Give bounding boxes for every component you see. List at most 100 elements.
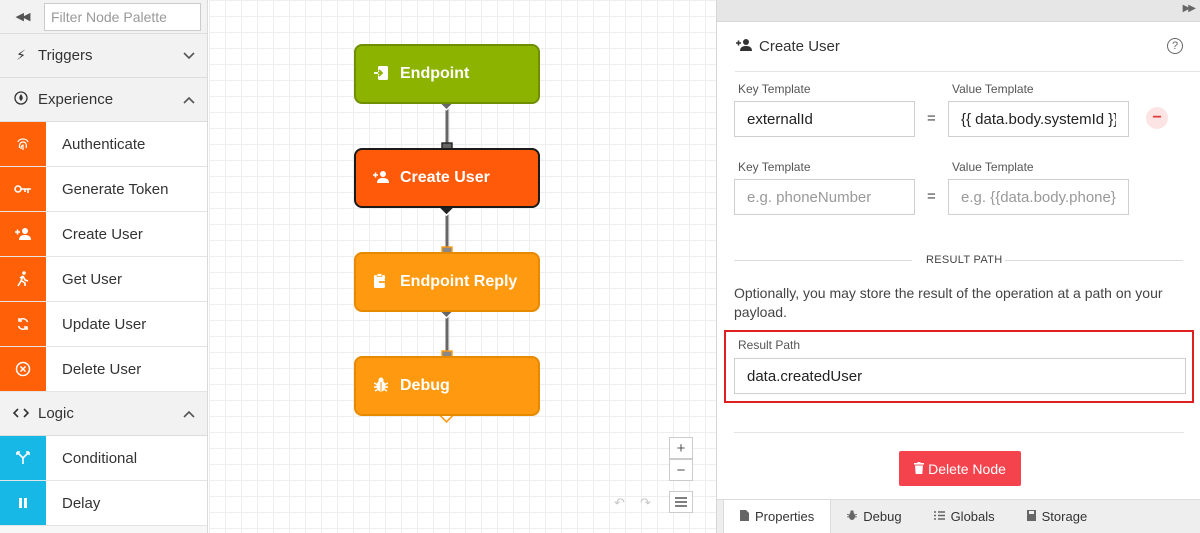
- chevron-down-icon: [183, 50, 195, 62]
- palette-item-get-user[interactable]: Get User: [0, 257, 207, 302]
- node-label: Endpoint Reply: [400, 273, 518, 290]
- equals-sign: =: [927, 110, 936, 127]
- file-icon: [740, 509, 749, 524]
- palette-item-label: Conditional: [62, 449, 138, 467]
- reply-icon: [370, 272, 392, 292]
- list-icon: [933, 510, 945, 523]
- hamburger-icon: [675, 494, 687, 511]
- user-plus-icon: [0, 212, 46, 256]
- redo-icon[interactable]: ↷: [640, 495, 651, 510]
- palette-item-authenticate[interactable]: Authenticate: [0, 122, 207, 167]
- pause-icon: [0, 481, 46, 525]
- bug-icon: [847, 509, 858, 524]
- code-icon: [12, 406, 30, 422]
- palette-item-label: Create User: [62, 225, 143, 243]
- palette-item-update-user[interactable]: Update User: [0, 302, 207, 347]
- palette-item-delay[interactable]: Delay: [0, 481, 207, 526]
- tab-label: Debug: [863, 509, 902, 524]
- node-label: Debug: [400, 377, 450, 394]
- palette-item-create-user[interactable]: Create User: [0, 212, 207, 257]
- user-plus-icon: [735, 38, 753, 55]
- node-create-user[interactable]: Create User: [354, 148, 540, 208]
- delete-node-button[interactable]: Delete Node: [899, 451, 1021, 486]
- node-debug[interactable]: Debug: [354, 356, 540, 416]
- tab-globals[interactable]: Globals: [918, 500, 1011, 533]
- result-path-description: Optionally, you may store the result of …: [734, 285, 1163, 320]
- tab-label: Globals: [950, 509, 995, 524]
- chevron-up-icon: [183, 94, 195, 106]
- palette-item-label: Delay: [62, 494, 101, 512]
- trash-icon: [914, 461, 925, 477]
- key-template-input[interactable]: [734, 179, 915, 215]
- properties-panel: ▶▶ Create User ? Key Template Value Temp…: [716, 0, 1200, 533]
- tab-storage[interactable]: Storage: [1011, 500, 1104, 533]
- walking-user-icon: [0, 257, 46, 301]
- remove-row-button[interactable]: −: [1146, 107, 1168, 129]
- palette-item-generate-token[interactable]: Generate Token: [0, 167, 207, 212]
- filter-node-palette-input[interactable]: [44, 2, 201, 31]
- workflow-canvas[interactable]: Endpoint Create User Endpoint Reply Debu…: [209, 0, 716, 533]
- tab-debug[interactable]: Debug: [831, 500, 917, 533]
- tab-label: Storage: [1041, 509, 1088, 524]
- drop-icon: [12, 91, 30, 108]
- value-template-input[interactable]: [948, 101, 1129, 137]
- value-template-input[interactable]: [948, 179, 1129, 215]
- category-logic[interactable]: Logic: [0, 392, 207, 436]
- zoom-out-button[interactable]: −: [669, 459, 693, 481]
- divider: [734, 432, 1184, 433]
- panel-tabs: Properties Debug Globals Storage: [717, 499, 1200, 533]
- refresh-icon: [0, 302, 46, 346]
- collapse-palette-icon[interactable]: ◀◀: [15, 11, 31, 23]
- minus-icon: −: [1152, 109, 1162, 126]
- split-icon: [0, 436, 46, 480]
- storage-icon: [1026, 509, 1036, 524]
- key-template-label: Key Template: [738, 160, 811, 174]
- bug-icon: [370, 377, 392, 396]
- palette-item-label: Delete User: [62, 360, 142, 378]
- undo-icon[interactable]: ↶: [614, 495, 625, 510]
- node-endpoint[interactable]: Endpoint: [354, 44, 540, 104]
- category-label: Triggers: [38, 47, 93, 64]
- palette-item-label: Generate Token: [62, 180, 169, 198]
- value-template-label: Value Template: [952, 82, 1034, 96]
- category-label: Logic: [38, 405, 74, 422]
- fingerprint-icon: [0, 122, 46, 166]
- panel-title: Create User: [759, 38, 840, 55]
- panel-header: Create User ?: [735, 22, 1200, 72]
- result-path-heading: RESULT PATH: [926, 254, 1003, 266]
- tab-label: Properties: [755, 509, 815, 524]
- category-triggers[interactable]: ⚡ Triggers: [0, 34, 207, 78]
- palette-item-conditional[interactable]: Conditional: [0, 436, 207, 481]
- value-template-label: Value Template: [952, 160, 1034, 174]
- equals-sign: =: [927, 188, 936, 205]
- panel-toolbar: ▶▶: [717, 0, 1200, 22]
- palette-item-label: Authenticate: [62, 135, 146, 153]
- category-experience[interactable]: Experience: [0, 78, 207, 122]
- key-template-input[interactable]: [734, 101, 915, 137]
- node-label: Create User: [400, 169, 490, 186]
- delete-node-label: Delete Node: [928, 460, 1006, 477]
- menu-button[interactable]: [669, 491, 693, 513]
- palette-toolbar: ◀◀: [0, 0, 207, 34]
- key-icon: [0, 167, 46, 211]
- expand-panel-icon[interactable]: ▶▶: [1182, 3, 1196, 14]
- login-icon: [370, 65, 392, 84]
- palette-item-delete-user[interactable]: Delete User: [0, 347, 207, 392]
- node-endpoint-reply[interactable]: Endpoint Reply: [354, 252, 540, 312]
- tab-properties[interactable]: Properties: [723, 500, 832, 533]
- result-path-input[interactable]: [734, 358, 1186, 394]
- node-label: Endpoint: [400, 65, 470, 82]
- divider: [734, 260, 912, 261]
- palette-item-label: Get User: [62, 270, 123, 288]
- zoom-in-button[interactable]: +: [669, 437, 693, 459]
- key-template-label: Key Template: [738, 82, 811, 96]
- node-palette: ◀◀ ⚡ Triggers Experience Authenticate Ge…: [0, 0, 208, 533]
- divider: [1005, 260, 1183, 261]
- result-path-highlight: [724, 330, 1194, 403]
- category-label: Experience: [38, 91, 114, 108]
- help-icon[interactable]: ?: [1167, 38, 1183, 54]
- result-path-label: Result Path: [738, 338, 801, 352]
- circle-x-icon: [0, 347, 46, 391]
- lightning-icon: ⚡: [16, 47, 26, 63]
- user-plus-icon: [370, 170, 392, 187]
